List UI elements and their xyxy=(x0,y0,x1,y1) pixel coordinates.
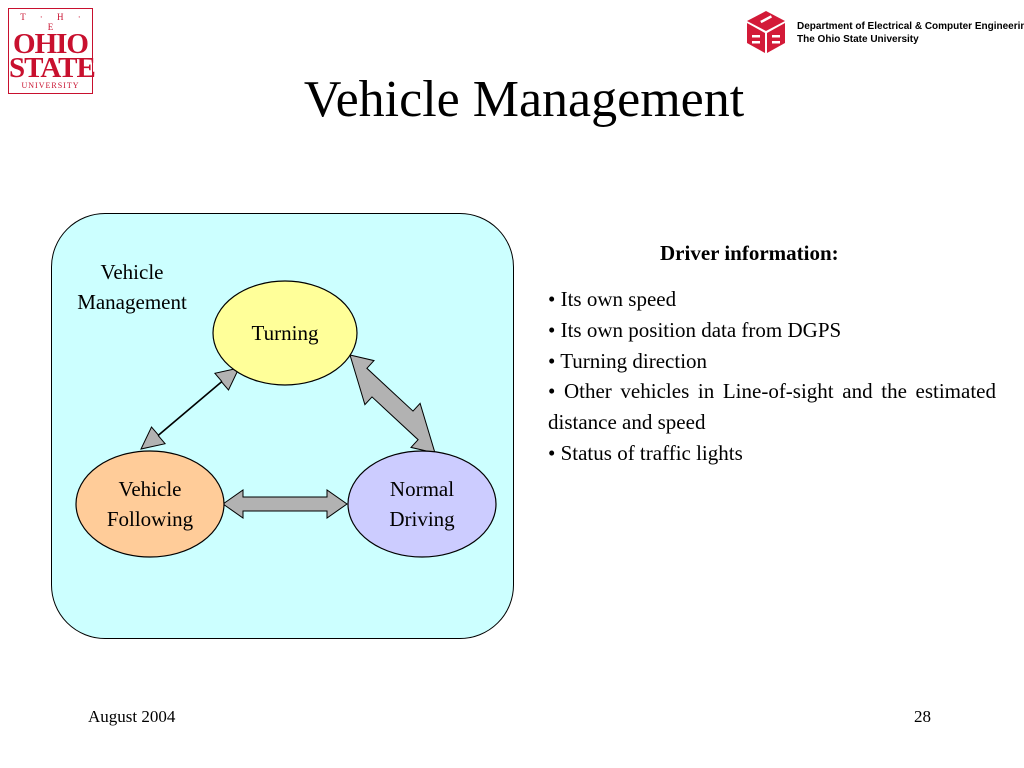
panel-label: Vehicle Management xyxy=(77,260,187,314)
logo-the: T · H · E xyxy=(20,12,87,32)
logo-ohio: OHIO xyxy=(13,28,89,60)
osu-logo: T · H · E OHIO STATE UNIVERSITY xyxy=(8,8,96,94)
university-name: The Ohio State University xyxy=(797,34,919,45)
ece-logo-icon xyxy=(747,11,785,53)
arrow-vehicle-following-normal-driving xyxy=(222,489,348,519)
page-number: 28 xyxy=(914,707,931,726)
logo-state: STATE xyxy=(9,52,96,84)
department-text: Department of Electrical & Computer Engi… xyxy=(797,20,1024,46)
arrow-turning-normal-driving xyxy=(349,354,436,454)
node-normal-driving xyxy=(347,450,497,558)
node-label-normal-driving: Normal Driving xyxy=(389,477,455,531)
info-list: • Its own speed • Its own position data … xyxy=(548,284,996,469)
list-item: • Its own speed xyxy=(548,287,677,311)
list-item: • Other vehicles in Line-of-sight and th… xyxy=(548,379,996,435)
arrow-turning-vehicle-following xyxy=(140,367,240,450)
list-item: • Status of traffic lights xyxy=(548,440,743,465)
list-item: • Its own position data from DGPS xyxy=(548,317,842,342)
node-vehicle-following xyxy=(75,450,225,558)
footer-date: August 2004 xyxy=(88,707,176,726)
node-label-vehicle-following: Vehicle Following xyxy=(106,477,194,531)
logo-university: UNIVERSITY xyxy=(21,81,80,90)
list-item: • Turning direction xyxy=(548,348,708,373)
page-title: Vehicle Management xyxy=(303,71,745,128)
info-heading: Driver information: xyxy=(660,241,839,265)
node-label-turning: Turning xyxy=(251,321,319,345)
department-name: Department of Electrical & Computer Engi… xyxy=(797,21,1024,32)
node-turning xyxy=(212,280,358,386)
